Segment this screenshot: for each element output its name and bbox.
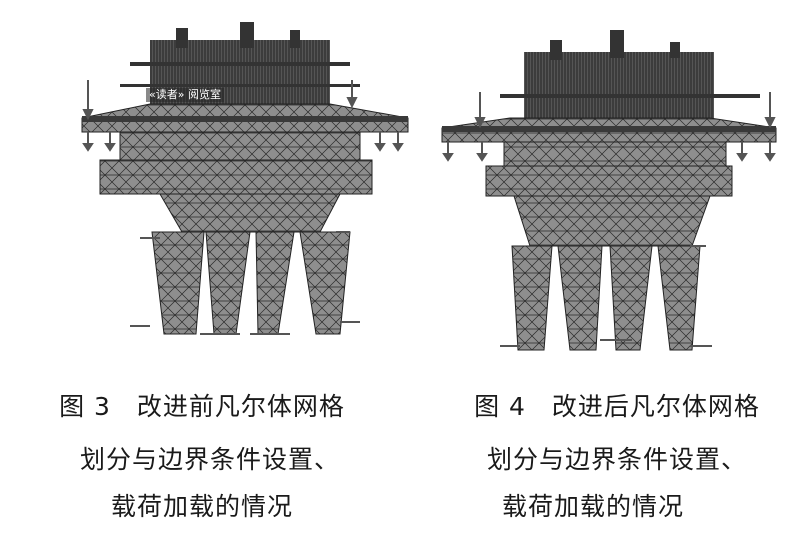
leg-1 (151, 231, 205, 335)
piping-cluster (524, 52, 714, 120)
waist (159, 193, 341, 233)
middle-drum (99, 159, 373, 195)
leg-2 (205, 231, 251, 335)
upper-body (503, 141, 727, 169)
figure-3-caption-line-2: 划分与边界条件设置、 (79, 445, 340, 474)
leg-2 (557, 245, 603, 351)
figure-4-mesh-image (441, 30, 777, 351)
middle-drum (485, 165, 733, 197)
load-arrows (442, 92, 776, 347)
leg-4 (657, 245, 701, 351)
figure-3-caption-line-3: 载荷加载的情况 (110, 492, 293, 521)
figure-3-caption-line-1: 图 3 改进前凡尔体网格 (59, 392, 345, 421)
leg-3 (609, 245, 653, 351)
leg-1 (511, 245, 553, 351)
leg-3 (255, 231, 295, 335)
load-arrows (82, 80, 404, 335)
figure-4-caption-line-3: 载荷加载的情况 (501, 492, 684, 521)
upper-body (119, 131, 361, 163)
figure-3-mesh-image (81, 22, 409, 335)
figure-4-caption-line-1: 图 4 改进后凡尔体网格 (474, 392, 760, 421)
figure-4-caption-line-2: 划分与边界条件设置、 (486, 445, 747, 474)
watermark: «读者» 阅览室 (146, 88, 224, 102)
leg-4 (299, 231, 351, 335)
waist (513, 195, 711, 247)
